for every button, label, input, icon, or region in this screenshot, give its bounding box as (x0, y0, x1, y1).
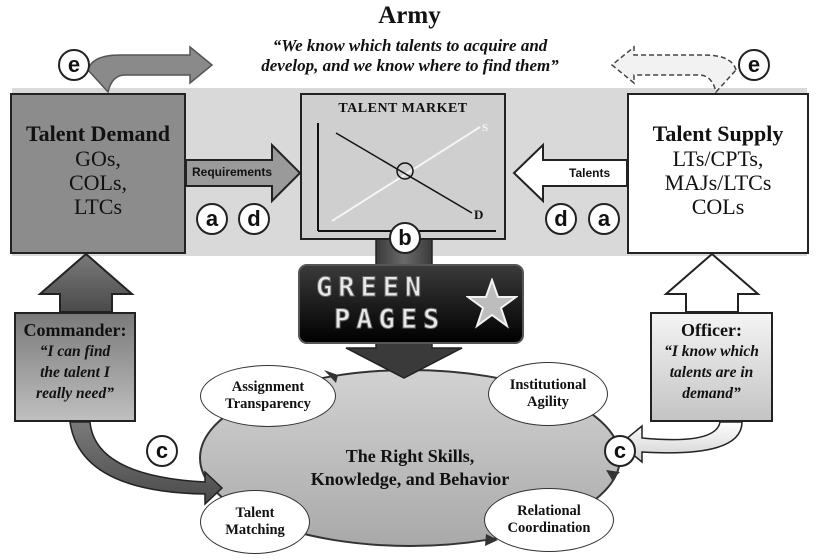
assignment-transparency-line-1: Assignment (231, 379, 305, 395)
badge-d-right: d (545, 203, 577, 235)
demand-line-3: LTCs (73, 194, 123, 219)
badge-c-right: c (604, 435, 636, 467)
talent-market-title: TALENT MARKET (338, 101, 468, 116)
institutional-agility-line-1: Institutional (509, 377, 587, 393)
demand-line-1: GOs, (75, 146, 121, 171)
army-quote: “We know which talents to acquire and de… (230, 36, 590, 76)
officer-curve-arrow (618, 421, 743, 464)
commander-title: Commander: (23, 320, 127, 340)
supply-label: S (482, 122, 488, 134)
green-pages-logo: GREEN PAGES (298, 264, 524, 344)
badge-e-right: e (738, 49, 770, 81)
demand-label: D (474, 207, 483, 222)
supply-line-3: COLs (691, 194, 745, 219)
relational-coordination-line-1: Relational (517, 503, 581, 519)
e-arrow-left (87, 45, 214, 94)
talent-supply-title: Talent Supply (652, 121, 784, 146)
cycle-center-text: The Right Skills, Knowledge, and Behavio… (260, 445, 560, 491)
commander-up-arrow (37, 252, 135, 313)
army-quote-line-2: develop, and we know where to find them” (261, 56, 559, 75)
cycle-center-line-1: The Right Skills, (345, 446, 475, 466)
institutional-agility-line-2: Agility (527, 394, 569, 410)
talents-arrow (512, 142, 628, 204)
badge-a-right: a (588, 203, 620, 235)
officer-quote-3: demand” (682, 385, 741, 402)
commander-quote-2: the talent I (40, 364, 110, 381)
relational-coordination-node: Relational Coordination (484, 488, 614, 552)
badge-b: b (389, 222, 421, 254)
demand-line-2: COLs, (68, 170, 128, 195)
relational-coordination-line-2: Coordination (507, 520, 591, 536)
assignment-transparency-node: Assignment Transparency (200, 365, 336, 427)
talents-label: Talents (569, 166, 611, 180)
officer-quote-2: talents are in (669, 364, 754, 381)
institutional-agility-node: Institutional Agility (488, 362, 608, 426)
assignment-transparency-line-2: Transparency (225, 396, 311, 412)
talent-matching-node: Talent Matching (200, 490, 310, 554)
green-pages-word-2: PAGES (333, 304, 446, 336)
army-quote-line-1: “We know which talents to acquire and (272, 36, 548, 55)
talent-market-box: TALENT MARKET (300, 93, 506, 240)
badge-d-left: d (238, 203, 270, 235)
cycle-arrowhead-top-left (324, 370, 338, 383)
supply-line-1: LTs/CPTs, (672, 146, 764, 171)
market-graph: S D (317, 122, 496, 232)
equilibrium-marker (396, 162, 414, 180)
officer-callout: Officer: “I know which talents are in de… (650, 312, 773, 422)
commander-curve-arrow (69, 421, 224, 506)
badge-e-left: e (58, 49, 90, 81)
supply-line-2: MAJs/LTCs (664, 170, 772, 195)
officer-title: Officer: (681, 320, 742, 340)
badge-c-left: c (146, 435, 178, 467)
cycle-arrowhead-right (606, 470, 620, 480)
commander-callout: Commander: “I can find the talent I real… (14, 312, 136, 422)
talent-demand-title: Talent Demand (25, 121, 171, 146)
officer-up-arrow (663, 252, 761, 313)
talent-demand-box: Talent Demand GOs, COLs, LTCs (10, 93, 186, 254)
commander-quote-3: really need” (36, 385, 114, 402)
commander-quote-1: “I can find (39, 343, 111, 360)
talent-matching-line-2: Matching (225, 522, 285, 538)
demand-curve (335, 132, 473, 214)
cycle-arrowhead-bottom (485, 534, 498, 546)
talent-matching-line-1: Talent (235, 505, 275, 521)
badge-a-left: a (196, 203, 228, 235)
talent-supply-box: Talent Supply LTs/CPTs, MAJs/LTCs COLs (627, 93, 809, 254)
requirements-arrow (185, 142, 302, 204)
officer-quote-1: “I know which (664, 343, 759, 360)
requirements-label: Requirements (192, 165, 273, 179)
cycle-center-line-2: Knowledge, and Behavior (310, 469, 510, 489)
green-pages-word-1: GREEN (315, 272, 428, 304)
diagram-title: Army (378, 2, 441, 29)
e-arrow-right (610, 45, 737, 94)
star-icon (466, 278, 518, 329)
